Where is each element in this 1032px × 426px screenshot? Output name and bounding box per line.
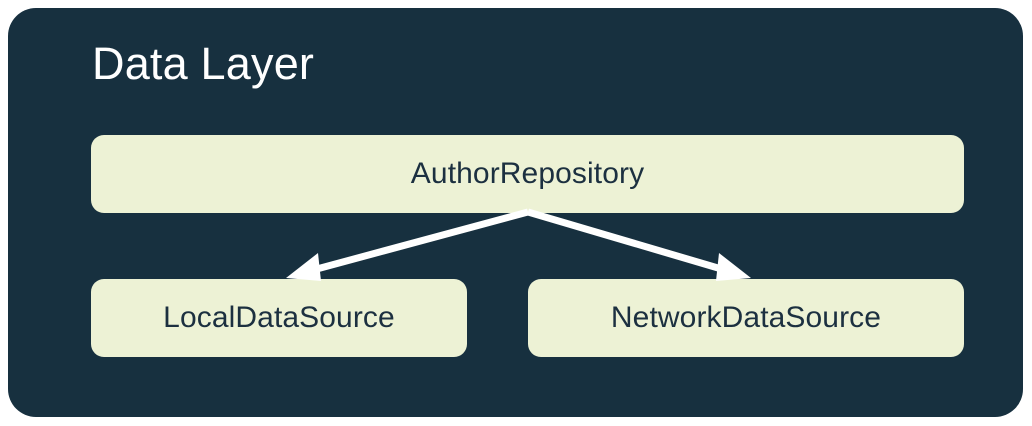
node-label-local-data-source: LocalDataSource <box>163 301 395 334</box>
page-title: Data Layer <box>92 38 315 89</box>
node-label-author-repository: AuthorRepository <box>410 157 645 190</box>
node-author-repository[interactable]: AuthorRepository <box>91 135 964 213</box>
node-label-network-data-source: NetworkDataSource <box>610 301 882 334</box>
node-local-data-source[interactable]: LocalDataSource <box>91 279 467 357</box>
node-network-data-source[interactable]: NetworkDataSource <box>528 279 964 357</box>
